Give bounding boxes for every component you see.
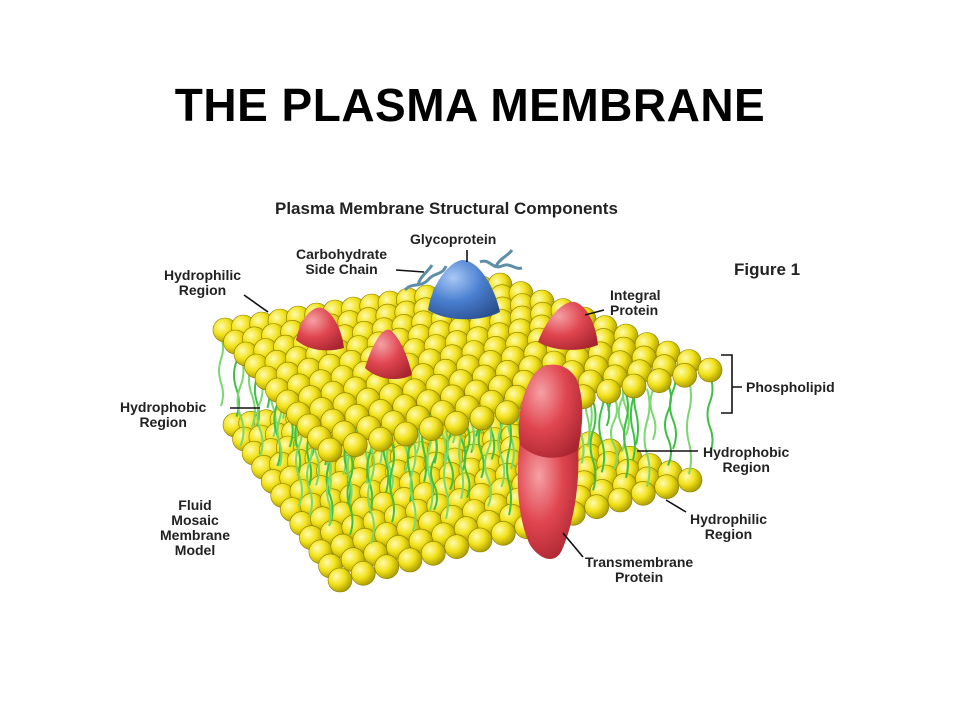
lipid-tail xyxy=(506,417,512,516)
transmembrane-protein-upper xyxy=(518,364,583,458)
phospholipid-head xyxy=(630,480,656,506)
integral-protein-left xyxy=(296,307,344,351)
phospholipid-head xyxy=(596,378,622,404)
transmembrane-protein-lower xyxy=(517,440,579,560)
phospholipid-head xyxy=(621,373,647,399)
side-chain-left xyxy=(403,264,448,292)
lipid-tail xyxy=(443,430,449,519)
phospholipid-head xyxy=(697,357,723,383)
lipid-tail xyxy=(589,400,597,491)
phospholipid-head xyxy=(646,368,672,394)
label-transmembrane-protein: Transmembrane Protein xyxy=(585,554,694,585)
lipid-tail xyxy=(686,379,692,475)
figure-number: Figure 1 xyxy=(734,260,801,279)
lipid-tail xyxy=(389,443,395,523)
phospholipid-head xyxy=(607,487,633,513)
phospholipid-head xyxy=(350,560,376,586)
side-chain-right xyxy=(479,249,523,270)
label-hydrophobic-region-right: Hydrophobic Region xyxy=(703,444,790,475)
lipid-tail xyxy=(346,451,354,536)
lipid-tail xyxy=(218,335,224,407)
phospholipid-head xyxy=(397,547,423,573)
label-hydrophobic-region-left: Hydrophobic Region xyxy=(120,399,207,430)
lipid-tail xyxy=(409,438,417,532)
phospholipid-head xyxy=(467,527,493,553)
label-phospholipid: Phospholipid xyxy=(746,379,835,395)
phospholipid-head xyxy=(393,421,419,447)
phospholipid-head xyxy=(584,494,610,520)
phospholipid-head xyxy=(672,362,698,388)
phospholipid-head xyxy=(374,554,400,580)
lipid-tail xyxy=(430,434,438,511)
lipid-tail xyxy=(623,392,629,479)
phospholipid-head xyxy=(418,416,444,442)
label-integral-protein: Integral Protein xyxy=(610,287,661,318)
phospholipid-head xyxy=(368,426,394,452)
slide-title: THE PLASMA MEMBRANE xyxy=(174,79,766,131)
glycoprotein-body xyxy=(428,260,500,320)
lipid-tail xyxy=(484,421,492,507)
lipid-tail xyxy=(236,355,245,447)
lipid-tail xyxy=(326,455,332,527)
label-hydrophilic-region-top: Hydrophilic Region xyxy=(164,267,242,298)
label-glycoprotein: Glycoprotein xyxy=(410,231,497,247)
phospholipid-head xyxy=(444,534,470,560)
lipid-tail xyxy=(367,447,375,544)
lipid-tail xyxy=(610,396,618,470)
phospholipid-head xyxy=(317,437,343,463)
phospholipid-head xyxy=(654,474,680,500)
figure-title: Plasma Membrane Structural Components xyxy=(275,199,618,218)
lipid-tail xyxy=(306,435,313,517)
phospholipid-head xyxy=(420,540,446,566)
phospholipid-head xyxy=(494,400,520,426)
lipid-tail xyxy=(706,375,714,454)
label-carbohydrate-side-chain: Carbohydrate Side Chain xyxy=(296,246,388,277)
lipid-tail xyxy=(664,384,672,466)
phospholipid-head xyxy=(342,432,368,458)
label-hydrophilic-region-bottom: Hydrophilic Region xyxy=(690,511,768,542)
phospholipid-head xyxy=(444,410,470,436)
phospholipid-head xyxy=(490,520,516,546)
phospholipid-head xyxy=(327,567,353,593)
label-fluid-mosaic-membrane-model: Fluid Mosaic Membrane Model xyxy=(160,497,231,558)
lipid-tail xyxy=(463,426,471,498)
lipid-tail xyxy=(643,388,651,487)
integral-protein-center xyxy=(365,329,412,380)
integral-protein-right xyxy=(538,301,598,350)
phospholipid-head xyxy=(469,405,495,431)
